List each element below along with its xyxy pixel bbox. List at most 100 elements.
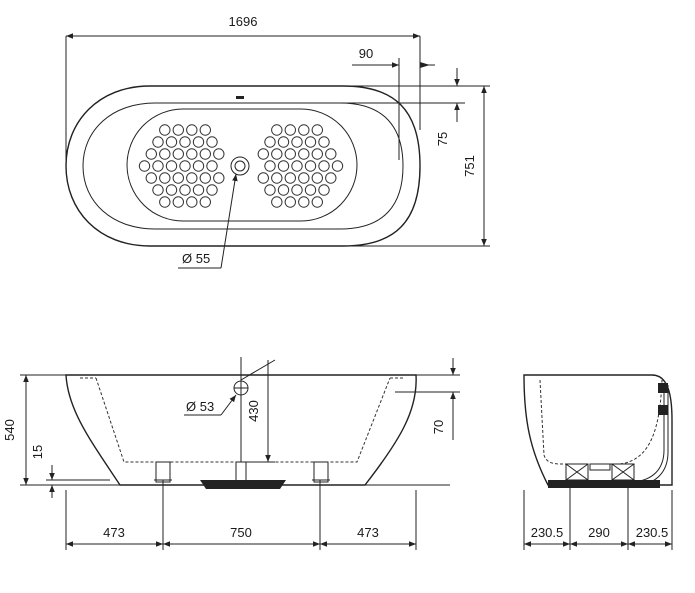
anti-slip-dot <box>179 160 191 172</box>
anti-slip-dot <box>298 148 310 160</box>
side-view: 230.5 290 230.5 <box>523 374 673 550</box>
anti-slip-dot <box>206 184 218 196</box>
dim-rim-drop: 70 <box>431 420 446 434</box>
dim-front-center-span: 750 <box>230 525 252 540</box>
side-base <box>548 480 660 488</box>
anti-slip-dot <box>291 184 303 196</box>
anti-slip-dot <box>152 184 164 196</box>
anti-slip-dot <box>192 160 205 172</box>
anti-slip-dot <box>304 160 317 172</box>
anti-slip-dot <box>318 184 330 196</box>
anti-slip-dot <box>311 124 323 136</box>
anti-slip-dot <box>186 196 198 208</box>
anti-slip-dot <box>284 124 296 136</box>
anti-slip-dot <box>318 160 330 172</box>
front-view-inner-basin <box>95 377 391 463</box>
anti-slip-dot <box>284 148 296 160</box>
anti-slip-dot <box>271 148 283 160</box>
anti-slip-dot <box>172 172 185 184</box>
anti-slip-dot <box>298 124 310 136</box>
anti-slip-dot <box>186 124 198 136</box>
anti-slip-dot <box>159 172 171 184</box>
side-view-inner-basin <box>539 379 663 465</box>
anti-slip-dot <box>138 160 151 172</box>
anti-slip-dot <box>192 184 205 196</box>
anti-slip-dot <box>199 172 212 184</box>
dim-height: 540 <box>2 419 17 441</box>
anti-slip-dot <box>186 148 198 160</box>
anti-slip-dot <box>311 196 323 208</box>
anti-slip-dot <box>179 136 191 148</box>
anti-slip-dot <box>311 172 323 184</box>
dim-drain-diameter: Ø 55 <box>182 251 210 266</box>
anti-slip-dot <box>165 184 178 196</box>
dim-rim-width: 75 <box>435 132 450 146</box>
anti-slip-dot <box>257 172 269 184</box>
anti-slip-dot <box>152 136 164 148</box>
anti-slip-dot <box>206 136 218 148</box>
anti-slip-dot <box>213 148 225 160</box>
anti-slip-dot <box>199 196 212 208</box>
dim-overall-width: 751 <box>462 155 477 177</box>
overflow-pipe <box>633 385 665 483</box>
anti-slip-dot <box>172 124 185 136</box>
anti-slip-dot <box>159 148 171 160</box>
anti-slip-dot <box>298 172 310 184</box>
anti-slip-dot <box>206 160 218 172</box>
anti-slip-dot <box>159 196 171 208</box>
anti-slip-dot <box>172 196 185 208</box>
anti-slip-dot <box>264 184 276 196</box>
drain-outer <box>230 156 250 176</box>
anti-slip-dot <box>271 196 283 208</box>
anti-slip-dot <box>165 136 178 148</box>
dim-overflow-height: 430 <box>246 400 261 422</box>
anti-slip-dot <box>325 172 337 184</box>
dim-overflow-diameter: Ø 53 <box>186 399 214 414</box>
dim-feet-clearance: 15 <box>30 445 45 459</box>
anti-slip-dot <box>264 136 276 148</box>
dim-side-right-span: 230.5 <box>636 525 669 540</box>
dim-rim-offset: 90 <box>359 46 373 61</box>
anti-slip-dot <box>145 148 158 160</box>
top-view-outer-outline <box>65 85 421 247</box>
dim-side-left-span: 230.5 <box>531 525 564 540</box>
overflow-marker <box>236 96 244 99</box>
top-view-inner-rim <box>82 102 404 230</box>
anti-slip-dot <box>159 124 171 136</box>
front-view: 540 15 Ø 53 430 70 473 750 473 <box>2 357 460 550</box>
front-foot-right <box>313 461 329 483</box>
anti-slip-dots <box>138 124 344 208</box>
anti-slip-dot <box>152 160 164 172</box>
anti-slip-dot <box>192 136 205 148</box>
anti-slip-dot <box>186 172 198 184</box>
anti-slip-dot <box>199 148 212 160</box>
dim-front-right-span: 473 <box>357 525 379 540</box>
anti-slip-dot <box>165 160 178 172</box>
side-view-outline <box>523 374 673 486</box>
anti-slip-dot <box>284 172 296 184</box>
anti-slip-dot <box>284 196 296 208</box>
anti-slip-dot <box>304 184 317 196</box>
drain-inner <box>234 160 246 172</box>
front-foot-left <box>155 461 171 483</box>
anti-slip-dot <box>318 136 330 148</box>
anti-slip-dot <box>277 160 290 172</box>
anti-slip-dot <box>179 184 191 196</box>
anti-slip-dot <box>325 148 337 160</box>
anti-slip-dot <box>304 136 317 148</box>
dim-side-center-span: 290 <box>588 525 610 540</box>
anti-slip-dot <box>199 124 212 136</box>
anti-slip-dot <box>298 196 310 208</box>
dim-front-left-span: 473 <box>103 525 125 540</box>
anti-slip-dot <box>277 184 290 196</box>
waste-trap <box>200 480 286 489</box>
anti-slip-dot <box>264 160 276 172</box>
anti-slip-dot <box>311 148 323 160</box>
top-view: 1696 90 75 751 Ø 55 <box>65 14 490 269</box>
anti-slip-dot <box>291 160 303 172</box>
anti-slip-dot <box>172 148 185 160</box>
anti-slip-dot <box>277 136 290 148</box>
dim-overall-length: 1696 <box>229 14 258 29</box>
anti-slip-dot <box>271 124 283 136</box>
